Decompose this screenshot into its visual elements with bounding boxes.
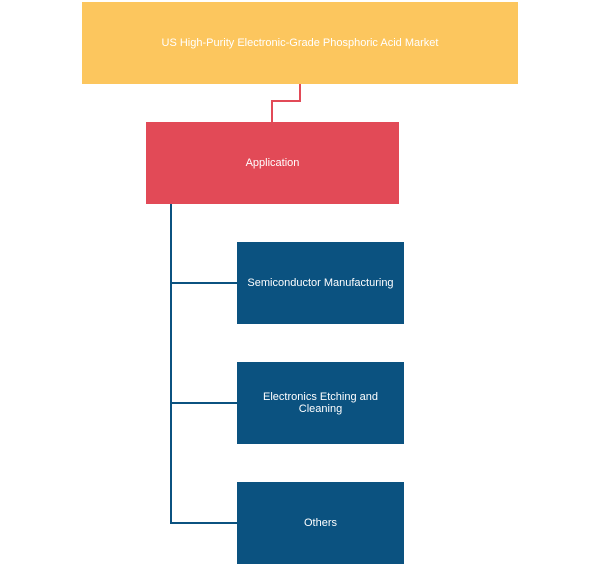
application-node: Application: [146, 122, 399, 204]
semiconductor-manufacturing-node: Semiconductor Manufacturing: [237, 242, 404, 324]
application-node-label: Application: [245, 157, 300, 169]
others-node: Others: [237, 482, 404, 564]
root-node-label: US High-Purity Electronic-Grade Phosphor…: [161, 37, 439, 49]
semiconductor-manufacturing-label: Semiconductor Manufacturing: [247, 277, 394, 289]
root-node: US High-Purity Electronic-Grade Phosphor…: [82, 2, 518, 84]
electronics-etching-cleaning-node: Electronics Etching and Cleaning: [237, 362, 404, 444]
electronics-etching-cleaning-label: Electronics Etching and Cleaning: [263, 391, 378, 415]
root-to-application-connector: [271, 84, 301, 122]
others-label: Others: [303, 517, 337, 529]
